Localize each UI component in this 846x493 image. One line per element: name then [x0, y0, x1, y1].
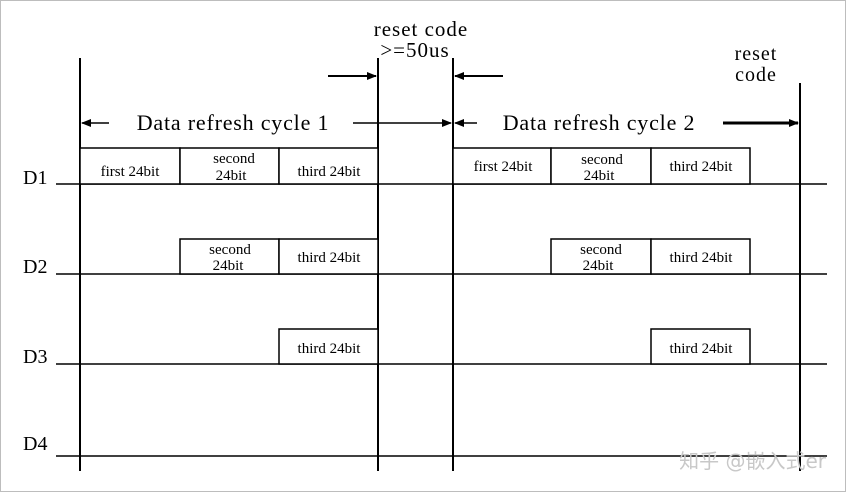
- reset-code-center-line1: reset code: [374, 17, 469, 41]
- d2-c2-third-block: [650, 238, 751, 275]
- d1-c2-third-block: [650, 147, 751, 185]
- d1-c2-second-label-1: second: [581, 152, 623, 168]
- d2-c1-second-block: [179, 238, 280, 275]
- d2-c1-second-label-2: 24bit: [213, 258, 245, 274]
- d2-c2-second-block: [550, 238, 652, 275]
- d1-c1-second-label-2: 24bit: [216, 168, 248, 184]
- channel-label-d4: D4: [23, 433, 47, 455]
- channel-label-d1: D1: [23, 167, 47, 189]
- reset-code-right-line1: reset: [735, 43, 778, 65]
- d1-c1-third-label: third 24bit: [298, 164, 362, 180]
- d2-c2-second-label-1: second: [580, 242, 622, 258]
- d1-c1-first-label: first 24bit: [101, 164, 161, 180]
- d1-c2-first-label: first 24bit: [474, 159, 534, 175]
- d2-c1-third-label: third 24bit: [298, 250, 362, 266]
- d1-c1-second-label-1: second: [213, 151, 255, 167]
- cycle2-label: Data refresh cycle 2: [503, 110, 696, 135]
- cycle1-label: Data refresh cycle 1: [137, 110, 330, 135]
- d3-c2-third-block: [650, 328, 751, 365]
- d2-c2-second-label-2: 24bit: [583, 258, 615, 274]
- d2-c1-third-block: [278, 238, 379, 275]
- reset-code-center-line2: >=50us: [380, 38, 449, 62]
- d3-c1-third-block: [278, 328, 379, 365]
- channel-label-d2: D2: [23, 256, 47, 278]
- d2-c1-second-label-1: second: [209, 242, 251, 258]
- d2-c2-third-label: third 24bit: [670, 250, 734, 266]
- d3-c2-third-label: third 24bit: [670, 341, 734, 357]
- watermark: 知乎 @嵌入式er: [679, 449, 827, 473]
- channel-label-d3: D3: [23, 346, 47, 368]
- d1-c1-first-block: [79, 147, 181, 185]
- d1-c2-third-label: third 24bit: [670, 159, 734, 175]
- d3-c1-third-label: third 24bit: [298, 341, 362, 357]
- d1-c2-second-label-2: 24bit: [584, 168, 616, 184]
- reset-code-right-line2: code: [735, 64, 777, 86]
- d1-c1-third-block: [278, 147, 379, 185]
